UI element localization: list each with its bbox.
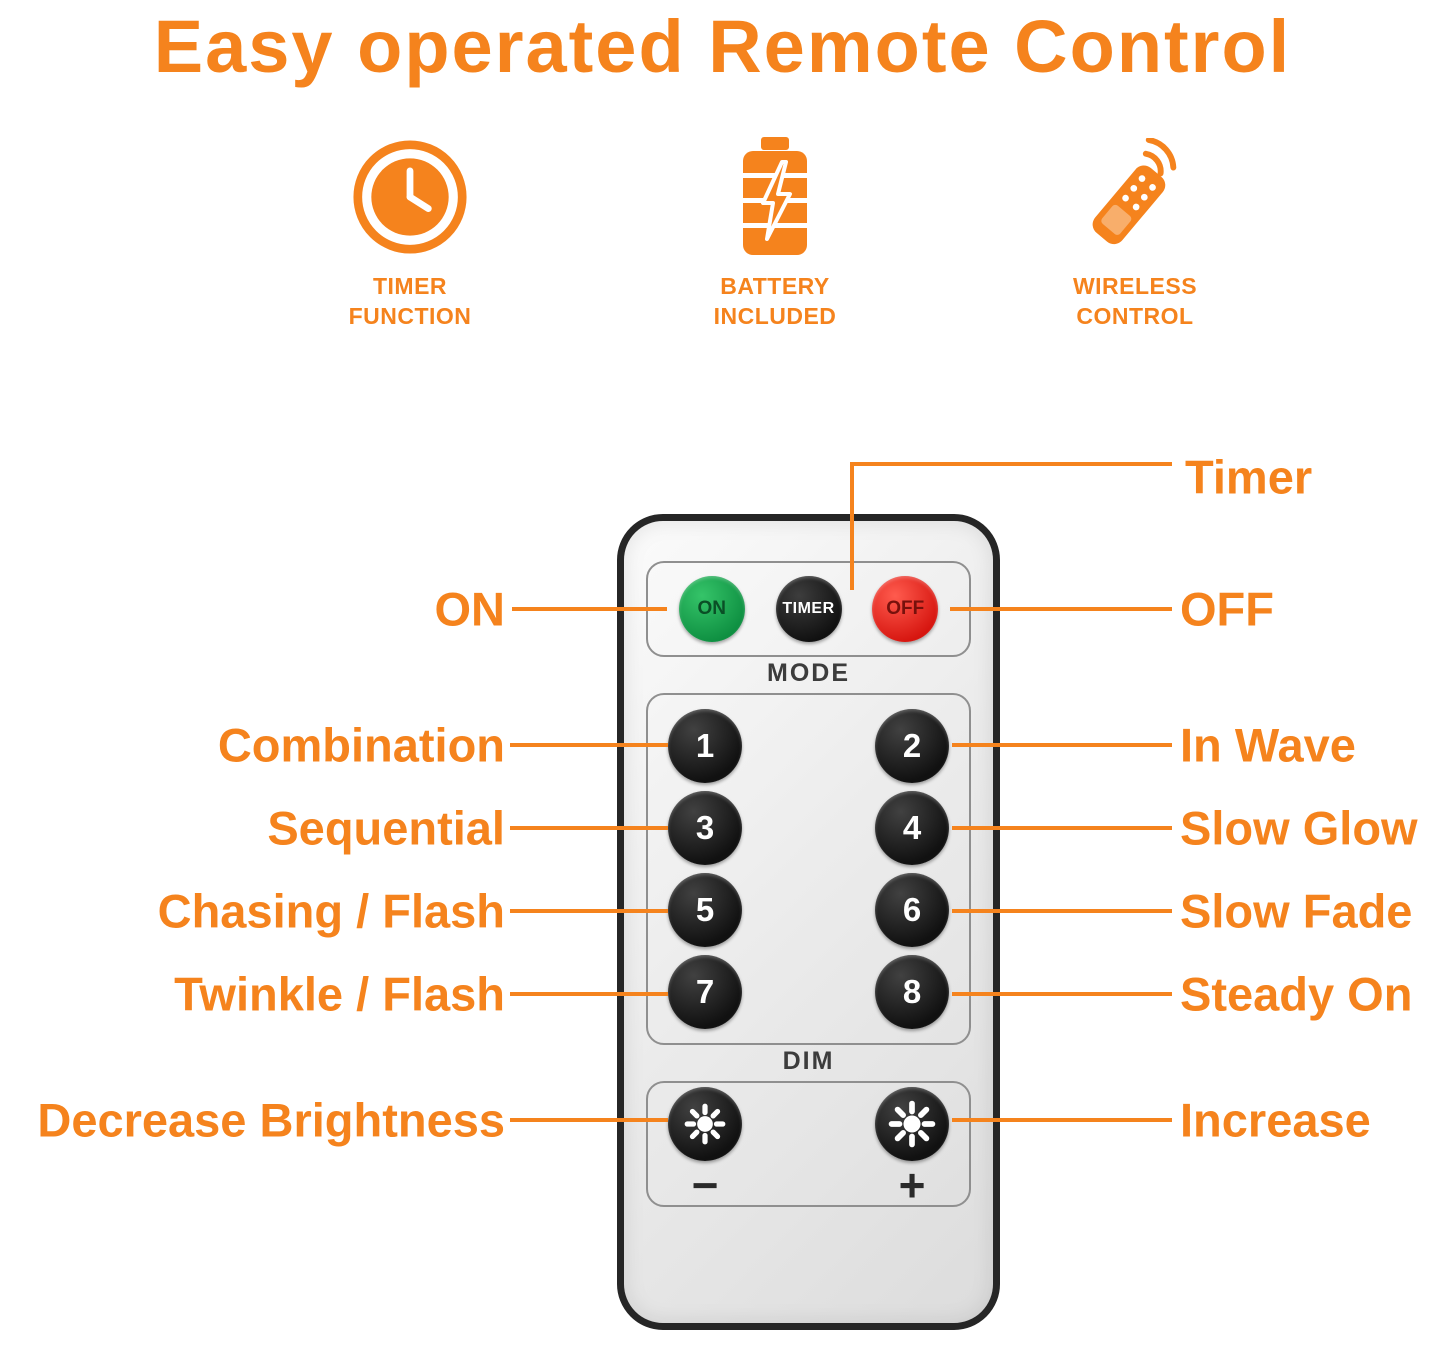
callout-increase: Increase [1180, 1093, 1371, 1147]
mode-button-5: 5 [668, 873, 742, 947]
callout-slow-fade: Slow Fade [1180, 884, 1413, 938]
callout-line-chasing-flash [510, 909, 668, 913]
brightness-icon [684, 1103, 726, 1145]
callout-line-twinkle-flash [510, 992, 668, 996]
callout-chasing-flash: Chasing / Flash [157, 884, 505, 938]
feature-label: INCLUDED [713, 302, 837, 329]
page-title: Easy operated Remote Control [153, 5, 1292, 88]
feature-label: WIRELESS [1072, 273, 1198, 299]
callout-slow-glow: Slow Glow [1180, 801, 1418, 855]
clock-icon [260, 136, 560, 258]
feature-label: FUNCTION [348, 302, 472, 329]
dim-increase-button [875, 1087, 949, 1161]
callout-line-off [950, 607, 1172, 611]
callout-sequential: Sequential [267, 801, 505, 855]
callout-line-on [512, 607, 667, 611]
feature-timer-function: TIMER FUNCTION [260, 136, 560, 332]
dim-button-group: − + [646, 1081, 971, 1211]
callout-line-steady-on [952, 992, 1172, 996]
minus-sign: − [691, 1159, 719, 1211]
callout-decrease-brightness: Decrease Brightness [37, 1093, 505, 1147]
callout-twinkle-flash: Twinkle / Flash [174, 967, 505, 1021]
feature-battery-included: BATTERY INCLUDED [625, 136, 925, 332]
callout-line-combination [510, 743, 668, 747]
feature-label: TIMER [372, 273, 448, 299]
callout-timer: Timer [1185, 450, 1313, 504]
callout-line-in-wave [952, 743, 1172, 747]
feature-wireless-control: WIRELESS CONTROL [985, 136, 1285, 332]
mode-button-6: 6 [875, 873, 949, 947]
mode-button-3: 3 [668, 791, 742, 865]
brightness-icon [888, 1100, 936, 1148]
callout-line-timer-vertical [850, 462, 854, 590]
power-button-group: ON TIMER OFF [646, 561, 971, 657]
callout-line-sequential [510, 826, 668, 830]
callout-in-wave: In Wave [1180, 718, 1356, 772]
callout-line-increase [952, 1118, 1172, 1122]
dim-decrease-button [668, 1087, 742, 1161]
battery-icon [625, 136, 925, 258]
callout-line-decrease-brightness [510, 1118, 668, 1122]
remote-control: ON TIMER OFF MODE 1 2 3 4 5 6 7 8 DIM [617, 514, 1000, 1330]
mode-button-2: 2 [875, 709, 949, 783]
on-button: ON [678, 576, 745, 642]
feature-label: CONTROL [1076, 302, 1194, 329]
mode-button-8: 8 [875, 955, 949, 1029]
callout-combination: Combination [217, 718, 505, 772]
mode-button-1: 1 [668, 709, 742, 783]
mode-button-7: 7 [668, 955, 742, 1029]
callout-line-slow-glow [952, 826, 1172, 830]
timer-button: TIMER [775, 576, 842, 642]
mode-label: MODE [767, 659, 850, 687]
feature-label: BATTERY [720, 273, 830, 299]
plus-sign: + [898, 1159, 926, 1211]
callout-line-timer-horizontal [850, 462, 1172, 466]
off-button: OFF [872, 576, 939, 642]
callout-on: ON [434, 582, 506, 636]
remote-icon [985, 136, 1285, 258]
callout-steady-on: Steady On [1180, 967, 1413, 1021]
callout-off: OFF [1180, 582, 1274, 636]
callout-line-slow-fade [952, 909, 1172, 913]
mode-button-4: 4 [875, 791, 949, 865]
dim-label: DIM [782, 1047, 835, 1075]
mode-button-group: 1 2 3 4 5 6 7 8 [646, 693, 971, 1045]
